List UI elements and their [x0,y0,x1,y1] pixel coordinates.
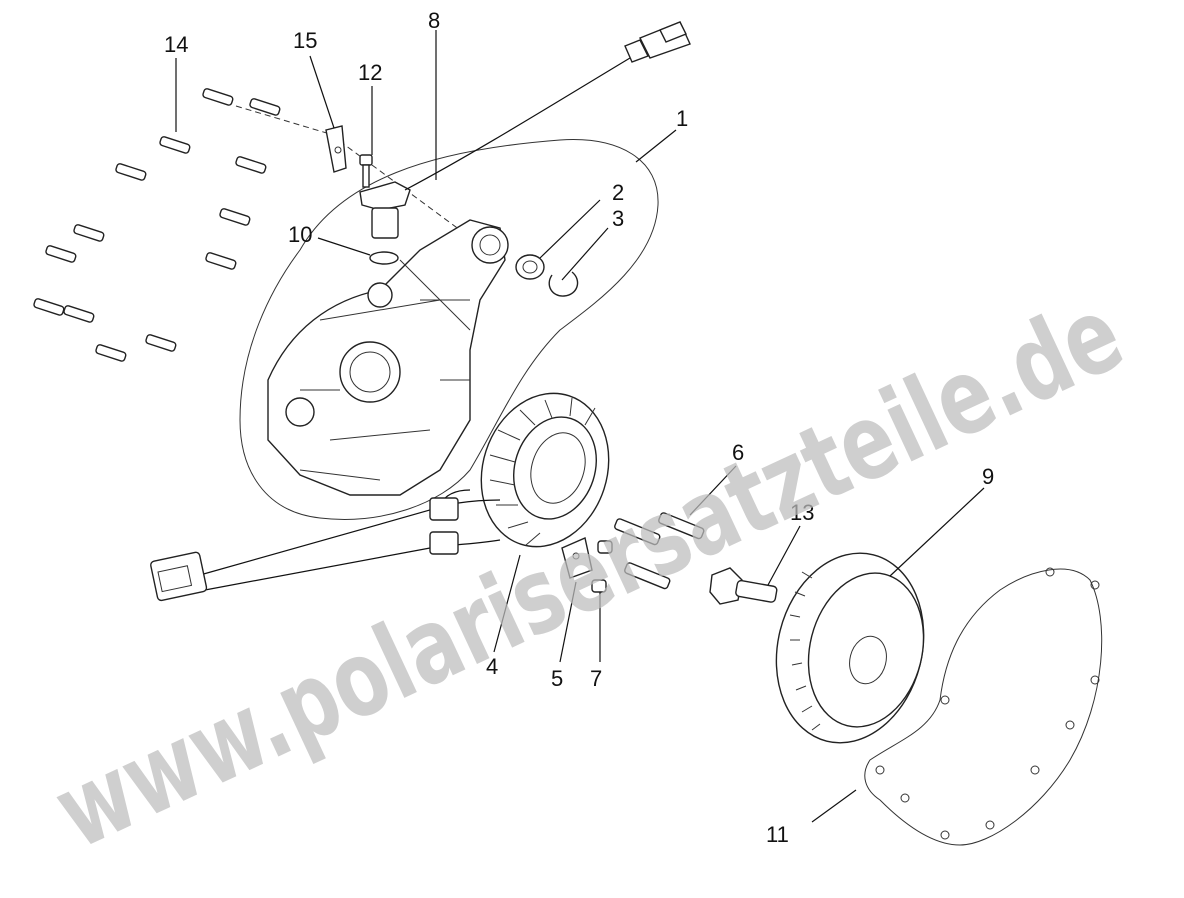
label-part-12: 12 [358,60,382,85]
flywheel-bolt-part-13 [709,567,778,605]
label-part-7: 7 [590,666,602,691]
label-part-3: 3 [612,206,624,231]
label-part-15: 15 [293,28,317,53]
callout-labels: 1 2 3 4 5 6 7 8 9 10 11 12 13 14 15 [164,8,994,847]
label-part-2: 2 [612,180,624,205]
cable-clip-part-15 [325,125,347,173]
label-part-4: 4 [486,654,498,679]
stator-cover-part-1 [239,139,659,520]
label-part-11: 11 [766,822,789,847]
circlip-part-3 [548,271,579,297]
stator-part-4 [480,392,610,548]
label-part-8: 8 [428,8,440,33]
bearing-part-2 [515,254,545,280]
cover-bolts-part-14 [33,88,461,362]
sensor-cable-part-8 [404,21,691,191]
leader-lines [175,30,985,823]
plate-screws-part-7 [591,540,613,593]
stator-wire-harness [150,489,501,602]
label-part-10: 10 [288,222,312,247]
retainer-plate-part-5 [561,537,593,579]
label-part-6: 6 [732,440,744,465]
sensor-bolt-part-12 [359,154,373,188]
speed-sensor [359,181,411,239]
o-ring-part-10 [369,251,399,265]
label-part-9: 9 [982,464,994,489]
flywheel-part-9 [775,552,925,744]
label-part-1: 1 [676,106,688,131]
label-part-13: 13 [790,500,814,525]
label-part-5: 5 [551,666,563,691]
stator-bolts-part-6 [614,512,705,590]
gasket-part-11 [864,567,1103,846]
label-part-14: 14 [164,32,188,57]
